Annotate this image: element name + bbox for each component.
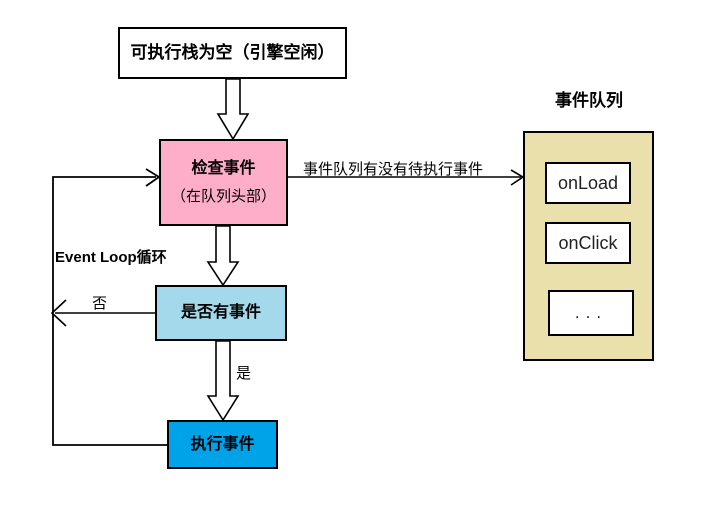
edge-label-event-loop: Event Loop循环 [55, 249, 167, 266]
line-loop-back [52, 176, 167, 446]
node-check-event-sublabel: （在队列头部） [170, 187, 276, 205]
edge-label-yes: 是 [236, 365, 252, 382]
node-executable-stack-empty-label: 可执行栈为空（引擎空闲） [130, 43, 335, 63]
edge-label-queue-question: 事件队列有没有待执行事件 [303, 161, 484, 178]
node-executable-stack-empty[interactable]: 可执行栈为空（引擎空闲） [118, 27, 347, 79]
node-run-event[interactable]: 执行事件 [167, 420, 278, 469]
node-has-event-label: 是否有事件 [180, 304, 261, 321]
edge-label-no: 否 [92, 295, 108, 312]
arrow-stack-to-check [216, 78, 250, 141]
queue-item[interactable]: onLoad [545, 162, 631, 204]
event-queue-title: 事件队列 [555, 91, 623, 110]
queue-item[interactable]: ... [548, 290, 634, 336]
node-check-event-label: 检查事件 [191, 159, 256, 177]
arrowhead-no-branch [50, 299, 67, 327]
node-has-event[interactable]: 是否有事件 [155, 285, 287, 341]
queue-item[interactable]: onClick [545, 222, 631, 264]
event-queue-container[interactable]: onLoad onClick ... [523, 131, 654, 361]
node-check-event[interactable]: 检查事件 （在队列头部） [159, 139, 288, 226]
node-run-event-label: 执行事件 [190, 435, 255, 453]
arrow-has-to-run [206, 340, 240, 422]
arrow-check-to-has [206, 225, 240, 287]
